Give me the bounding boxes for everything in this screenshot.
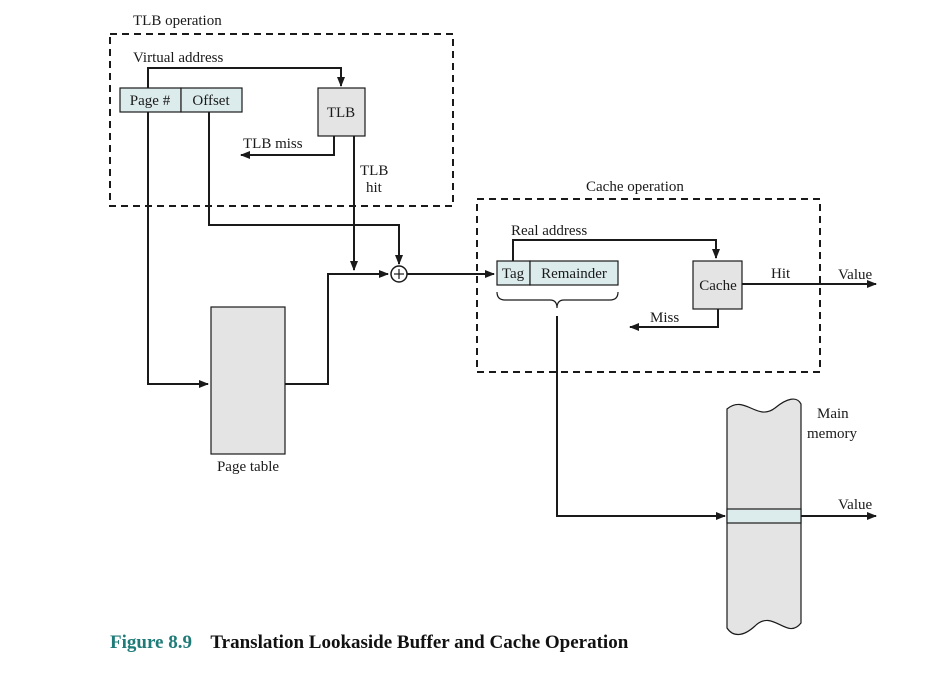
- page-table-box: [210, 306, 286, 455]
- offset-to-combiner-arrow: [208, 112, 403, 265]
- main-memory-value-label: Value: [838, 497, 872, 513]
- main-memory-label-line2: memory: [807, 426, 857, 442]
- cache-value-label: Value: [838, 267, 872, 283]
- page-number-label: Page #: [130, 93, 171, 109]
- tlb-miss-arrow: [240, 136, 335, 159]
- real-address-to-main-memory-arrow: [556, 316, 726, 520]
- tlb-operation-title: TLB operation: [133, 13, 222, 29]
- tlb-miss-label: TLB miss: [243, 136, 303, 152]
- tag-to-cache-arrow: [512, 239, 720, 261]
- cache-hit-label: Hit: [771, 266, 791, 282]
- remainder-field: [529, 260, 619, 286]
- cache-box-label: Cache: [699, 278, 737, 294]
- figure-title: Translation Lookaside Buffer and Cache O…: [210, 632, 629, 653]
- tlb-operation-boundary: [109, 33, 454, 207]
- cache-miss-label: Miss: [650, 310, 679, 326]
- tlb-box: [317, 87, 366, 137]
- figure-caption: Figure 8.9 Translation Lookaside Buffer …: [110, 632, 628, 654]
- cache-operation-title: Cache operation: [586, 179, 684, 195]
- tlb-hit-label-line2: hit: [366, 180, 383, 196]
- figure-number: Figure 8.9: [110, 632, 192, 653]
- cache-box: [692, 260, 743, 310]
- offset-label: Offset: [192, 93, 230, 109]
- tag-label: Tag: [502, 266, 525, 282]
- real-address-brace: [496, 291, 619, 309]
- virtual-address-to-tlb-arrow: [147, 67, 345, 88]
- remainder-label: Remainder: [541, 266, 607, 282]
- virtual-address-label: Virtual address: [133, 50, 223, 66]
- cache-operation-boundary: [476, 198, 821, 373]
- real-address-label: Real address: [511, 223, 587, 239]
- page-table-to-combiner-arrow: [285, 270, 389, 385]
- tlb-hit-label-line1: TLB: [360, 163, 388, 179]
- page-table-label: Page table: [217, 459, 279, 475]
- tlb-box-label: TLB: [327, 105, 355, 121]
- page-number-field: [119, 87, 182, 113]
- main-memory-label-line1: Main: [817, 406, 849, 422]
- cache-miss-arrow: [629, 309, 719, 331]
- offset-field: [180, 87, 243, 113]
- address-combiner-symbol: [390, 265, 408, 283]
- tag-field: [496, 260, 531, 286]
- main-memory-entry: [726, 508, 802, 524]
- page-number-to-page-table-arrow: [147, 112, 209, 388]
